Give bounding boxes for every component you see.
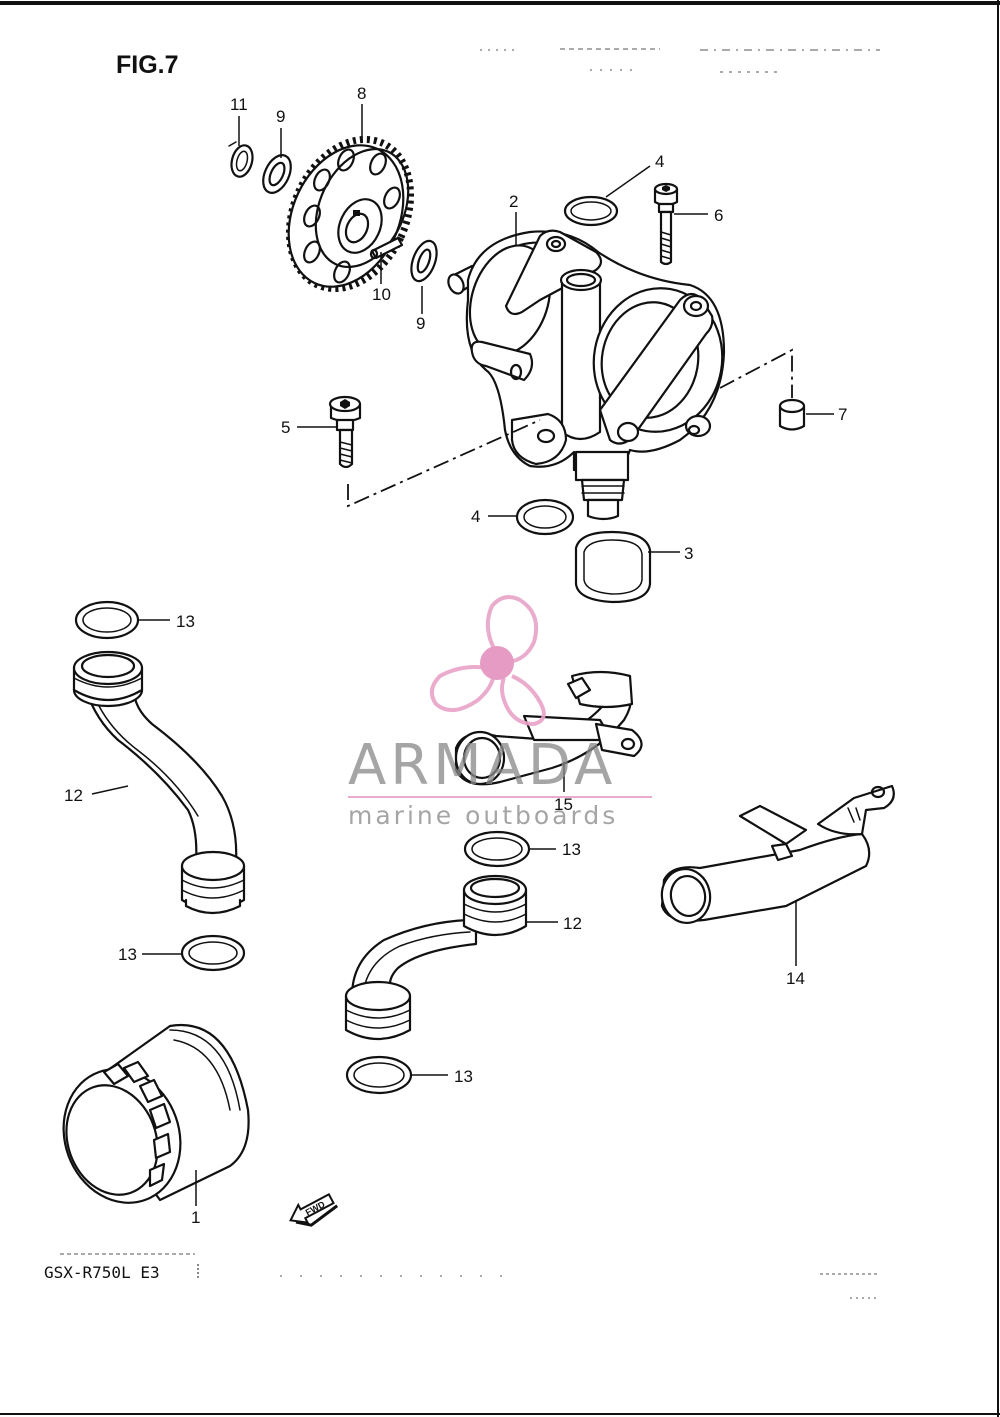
callout-1: 1	[191, 1208, 200, 1227]
callout-5: 5	[281, 418, 290, 437]
fwd-direction-arrow: FWD	[289, 1192, 339, 1227]
callout-10: 10	[372, 285, 391, 304]
callout-13-a: 13	[176, 612, 195, 631]
callout-4-lower: 4	[471, 507, 480, 526]
part-13-o-ring-a	[74, 600, 140, 640]
part-13-o-ring-c	[463, 830, 531, 868]
part-4-o-ring-upper	[563, 195, 619, 227]
callout-9-lower: 9	[416, 314, 425, 333]
part-13-o-ring-d	[345, 1055, 413, 1095]
callout-14: 14	[786, 969, 805, 988]
model-code: GSX-R750L E3	[44, 1263, 160, 1282]
part-12-oil-pipe-center	[344, 874, 528, 1040]
part-11-circlip	[228, 141, 254, 178]
callout-11: 11	[230, 95, 248, 114]
callout-13-b: 13	[562, 840, 581, 859]
callout-13-d: 13	[454, 1067, 473, 1086]
propeller-hub	[480, 646, 514, 680]
part-14-oil-pipe-right	[660, 784, 895, 925]
part-9-washer-upper	[262, 154, 292, 194]
part-13-o-ring-b	[180, 934, 246, 972]
callout-2: 2	[509, 192, 518, 211]
callout-3: 3	[684, 544, 693, 563]
part-6-bolt	[653, 182, 679, 266]
part-7-dowel-pin	[778, 398, 806, 431]
callout-4-upper: 4	[655, 152, 664, 171]
watermark-brand: ARMADA	[348, 733, 616, 798]
callout-15: 15	[554, 795, 573, 814]
part-3-gasket	[574, 530, 652, 604]
scan-speckles	[60, 48, 880, 1299]
callout-labels: 11 9 8 4 2 6 10 9 5 7 4 3 13 12 15 13 12…	[64, 84, 847, 1227]
part-9-washer-lower	[410, 239, 438, 283]
part-4-o-ring-lower	[515, 498, 575, 536]
callout-8: 8	[357, 84, 366, 103]
alignment-lines	[347, 348, 793, 508]
callout-12-left: 12	[64, 786, 83, 805]
part-1-oil-filter	[62, 1023, 250, 1204]
part-8-driven-gear	[285, 135, 415, 293]
callout-12-center: 12	[563, 914, 582, 933]
callout-9-upper: 9	[276, 107, 285, 126]
watermark-tagline: marine outboards	[348, 801, 618, 830]
part-2-oil-pump-assy	[447, 229, 726, 521]
callout-13-c: 13	[118, 945, 137, 964]
part-10-pin	[369, 236, 404, 260]
callout-7: 7	[838, 405, 847, 424]
part-15-oil-pipe-bracket	[454, 670, 643, 786]
watermark-logo: ARMADA marine outboards	[348, 595, 652, 830]
part-12-oil-pipe-left	[72, 650, 246, 915]
propeller-icon	[429, 595, 546, 727]
figure-title: FIG.7	[116, 51, 179, 79]
part-5-bolt	[328, 395, 362, 469]
leader-lines	[91, 104, 834, 1206]
callout-6: 6	[714, 206, 723, 225]
